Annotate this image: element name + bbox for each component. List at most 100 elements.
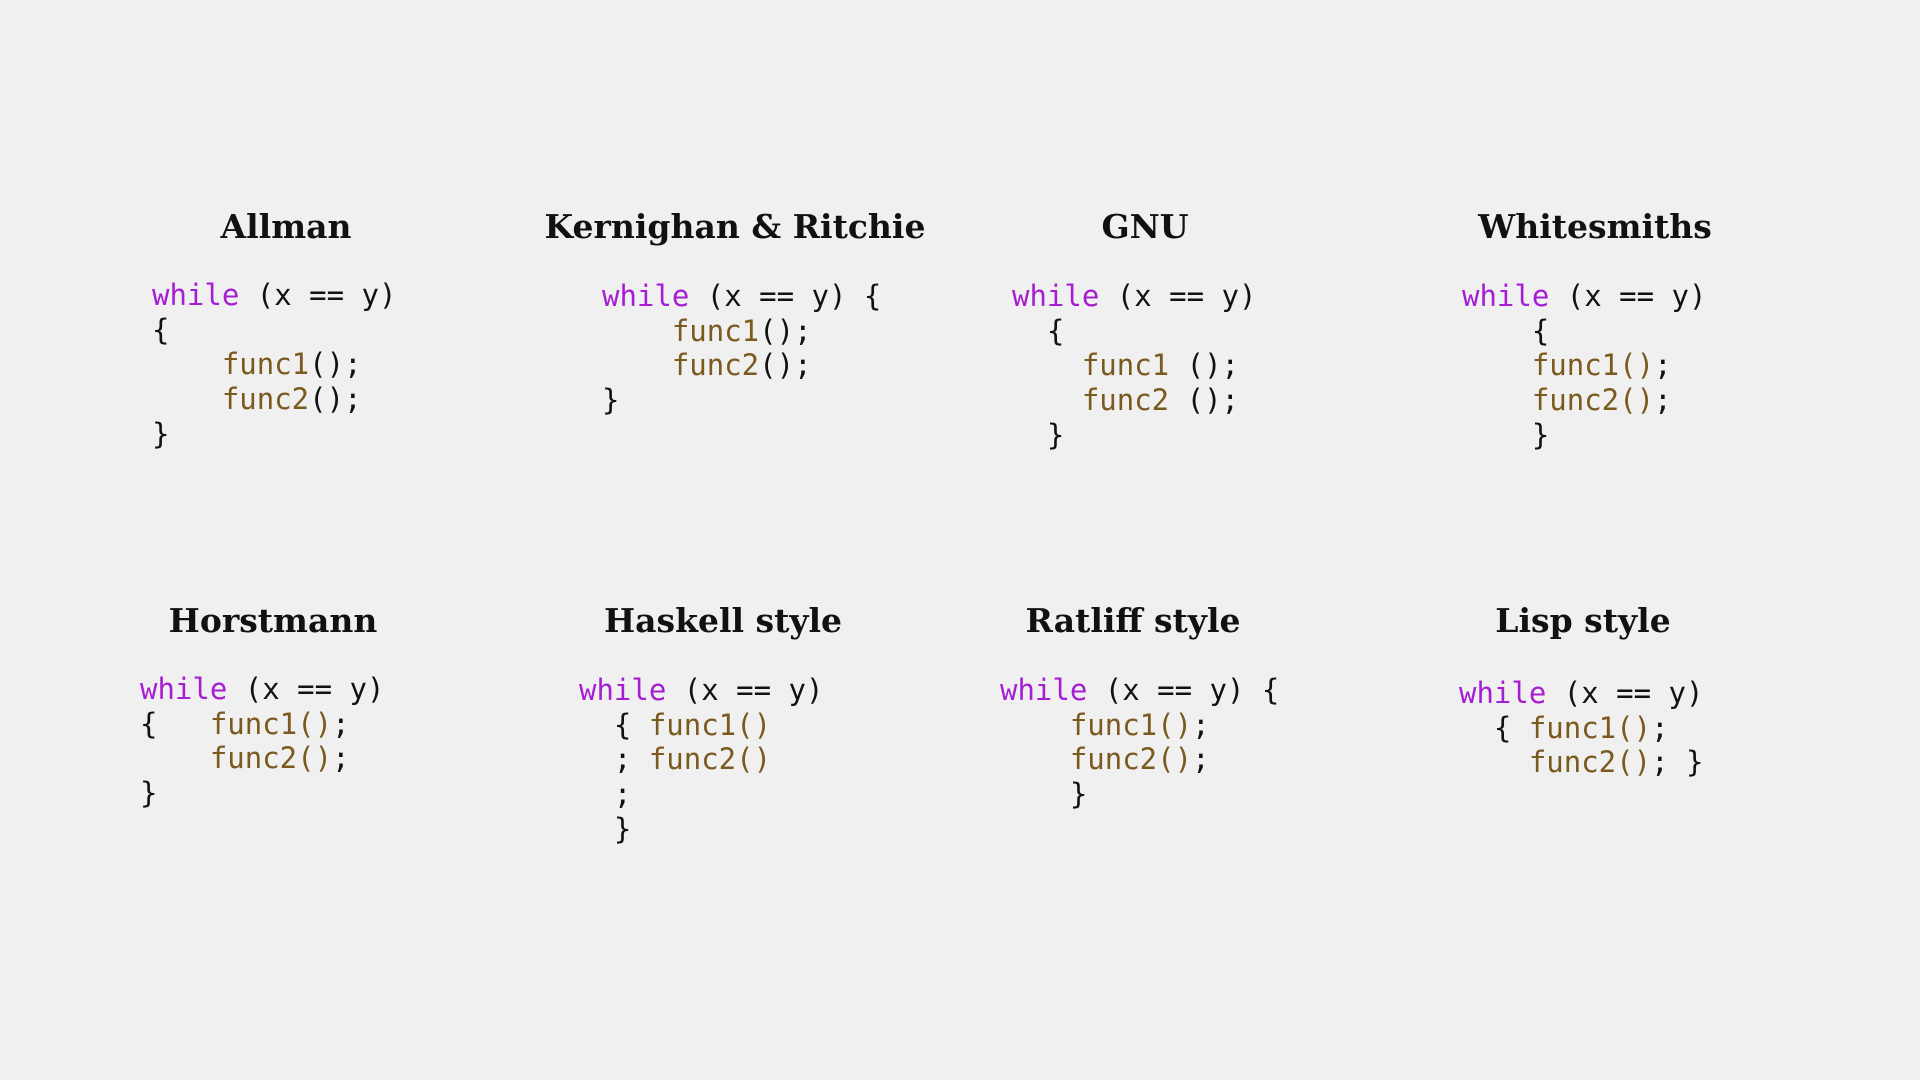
code-token: (x == y) [1549,279,1707,313]
code-line: while (x == y) [1012,279,1256,314]
code-line: } [140,776,384,811]
code-token: ; [1192,707,1210,742]
code-line: { func1(); [1459,711,1703,746]
function-token: func2 [221,382,310,417]
function-token: func2 [1081,383,1170,418]
code-token: } [1000,777,1088,812]
code-line: { [1012,314,1256,349]
code-line: } [1462,418,1706,453]
code-line: func2(); [152,382,396,417]
keyword-token: while [152,278,240,312]
code-block: while (x == y) { func1() ; func2() ; } [579,673,823,846]
code-token [1000,742,1070,776]
panel-title: Whitesmiths [1478,207,1712,246]
code-line: func1(); [1000,708,1279,743]
code-line: while (x == y) { [1000,673,1279,708]
keyword-token: while [1012,279,1100,313]
code-line: } [1012,418,1256,453]
code-token: { [140,706,210,741]
code-line: { [152,313,396,348]
code-token: } [152,416,170,451]
code-token [1459,745,1529,779]
function-token: func2() [648,742,772,777]
code-line: while (x == y) [152,278,396,313]
keyword-token: while [579,673,667,707]
code-block: while (x == y){ func1(); func2();} [152,278,396,451]
code-line: func1(); [1462,348,1706,383]
panel-title: Haskell style [603,601,843,640]
panel-title: Lisp style [1495,601,1671,640]
code-token [602,348,672,382]
code-token: } [602,383,620,418]
code-block: while (x == y){ func1(); func2();} [140,672,384,811]
code-token: (x == y) { [689,279,882,313]
code-token: { [579,707,649,742]
code-line: ; func2() [579,742,823,777]
code-line: func2(); [140,741,384,776]
keyword-token: while [140,672,228,706]
code-line: } [579,812,823,847]
code-line: } [152,417,396,452]
code-line: while (x == y) [579,673,823,708]
code-token: (); [759,348,812,383]
code-token: ; } [1651,745,1704,780]
code-token [1012,348,1082,382]
code-line: func2(); [602,348,881,383]
code-token: (x == y) [666,673,824,707]
code-token: (x == y) { [1087,673,1280,707]
code-token: ; [579,777,632,812]
code-line: func2(); [1462,383,1706,418]
code-line: { [1462,314,1706,349]
code-line: ; [579,777,823,812]
code-token [152,382,222,416]
code-line: func2(); } [1459,745,1704,780]
code-line: { func1() [579,708,823,743]
function-token: func2() [1528,745,1652,780]
panel-title: Allman [220,207,352,246]
panel-title: Ratliff style [1025,601,1241,640]
code-block: while (x == y) { func1(); func2(); } [1000,673,1279,812]
panel-title: Horstmann [168,601,378,640]
function-token: func1() [1528,710,1652,745]
code-token: } [1462,417,1550,452]
function-token: func1() [209,706,333,741]
code-token: (x == y) [1546,676,1704,710]
keyword-token: while [1459,676,1547,710]
code-token [602,314,672,348]
function-token: func2() [209,741,333,776]
function-token: func1() [1531,348,1655,383]
code-token: { [1012,313,1065,348]
code-token: ; [579,742,649,777]
code-token: ; [332,706,350,741]
code-token: (x == y) [1099,279,1257,313]
panel-title: Kernighan & Ritchie [544,207,926,246]
code-token [152,347,222,381]
code-token: (); [309,347,362,382]
code-token: } [1012,417,1065,452]
code-token: { [152,312,170,347]
code-token: { [1459,710,1529,745]
code-token: (); [309,382,362,417]
code-token [140,741,210,775]
function-token: func1() [648,707,772,742]
code-token [1462,348,1532,382]
code-token: ; [332,741,350,776]
code-token: (); [759,313,812,348]
code-token: { [1462,313,1550,348]
function-token: func1 [221,347,310,382]
code-block: while (x == y) { func1(); func2();} [602,279,881,418]
function-token: func1() [1069,707,1193,742]
code-line: } [1000,777,1279,812]
code-token: } [140,776,158,811]
code-token: (x == y) [227,672,385,706]
code-token: ; [1192,742,1210,777]
function-token: func1 [1081,348,1170,383]
code-token: (); [1169,348,1239,383]
code-token: ; [1654,348,1672,383]
code-line: while (x == y) [140,672,384,707]
code-line: } [602,383,881,418]
code-token [1000,708,1070,742]
code-line: while (x == y) [1462,279,1706,314]
code-token: ; [1654,383,1672,418]
